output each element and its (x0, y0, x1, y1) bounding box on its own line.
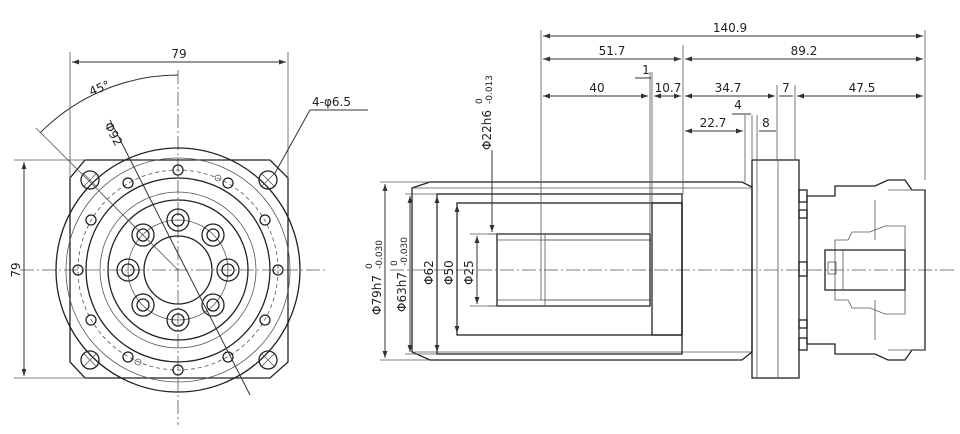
dim-j: 22.7 (700, 116, 727, 130)
input-coupling (824, 249, 906, 291)
inner-ring-1 (99, 191, 257, 349)
dim-height: 79 (9, 262, 23, 277)
dim-angle: 45° (87, 78, 112, 99)
dim-h: 47.5 (849, 81, 876, 95)
bearing-step (651, 202, 683, 336)
dim-f: 34.7 (715, 81, 742, 95)
svg-text:-0.030: -0.030 (375, 240, 385, 269)
outer-ring (65, 157, 291, 383)
svg-text:0: 0 (475, 98, 485, 104)
dim-holes: 4-φ6.5 (312, 95, 351, 109)
corner-hole (80, 350, 100, 370)
dim-width: 79 (171, 47, 186, 61)
pilot-dim-label: Φ63h7 0 -0.030 (390, 237, 410, 312)
dim-k: 8 (762, 116, 770, 130)
socket-screws (116, 208, 240, 332)
dia-25: Φ25 (462, 260, 476, 285)
mounting-flange (751, 159, 800, 379)
svg-text:Φ63h7: Φ63h7 (395, 272, 409, 312)
dim-b: 89.2 (791, 44, 818, 58)
dim-i: 4 (734, 98, 742, 112)
flange-outer-circle (55, 147, 301, 393)
output-step (456, 202, 683, 336)
corner-hole (80, 170, 100, 190)
svg-text:0: 0 (390, 260, 400, 266)
dim-overall: 140.9 (713, 21, 747, 35)
side-view: 140.9 51.7 89.2 40 1 10.7 34.7 7 47.5 4 … (365, 21, 955, 379)
square-flange-outline (69, 159, 289, 379)
dia-62: Φ62 (422, 260, 436, 285)
svg-text:-0.030: -0.030 (400, 237, 410, 266)
corner-hole (258, 170, 278, 190)
dim-c: 40 (589, 81, 604, 95)
dim-e: 10.7 (655, 81, 682, 95)
svg-text:0: 0 (365, 263, 375, 269)
pitch-circle-holes (72, 164, 284, 376)
svg-text:-0.013: -0.013 (485, 75, 495, 104)
dim-d: 1 (642, 63, 650, 77)
dim-a: 51.7 (599, 44, 626, 58)
front-view: 79 79 45° Φ92 4-φ6.5 (9, 47, 368, 425)
output-shaft (496, 233, 651, 307)
shaft-dim-label: Φ22h6 0 -0.013 (475, 75, 495, 150)
dim-g: 7 (782, 81, 790, 95)
pcd-leader (109, 119, 251, 396)
body-circle (85, 177, 271, 363)
flange-dim-label: Φ79h7 0 -0.030 (365, 240, 385, 315)
corner-hole (258, 350, 278, 370)
bolt-pitch-circle (77, 169, 279, 371)
inner-ring-2 (107, 199, 249, 341)
svg-text:Φ79h7: Φ79h7 (370, 275, 384, 315)
dia-50: Φ50 (442, 260, 456, 285)
corner-holes (80, 170, 278, 370)
svg-text:Φ22h6: Φ22h6 (480, 110, 494, 150)
center-bore (143, 235, 213, 305)
angle-arc (39, 74, 179, 134)
screw-pitch-circle (127, 219, 229, 321)
